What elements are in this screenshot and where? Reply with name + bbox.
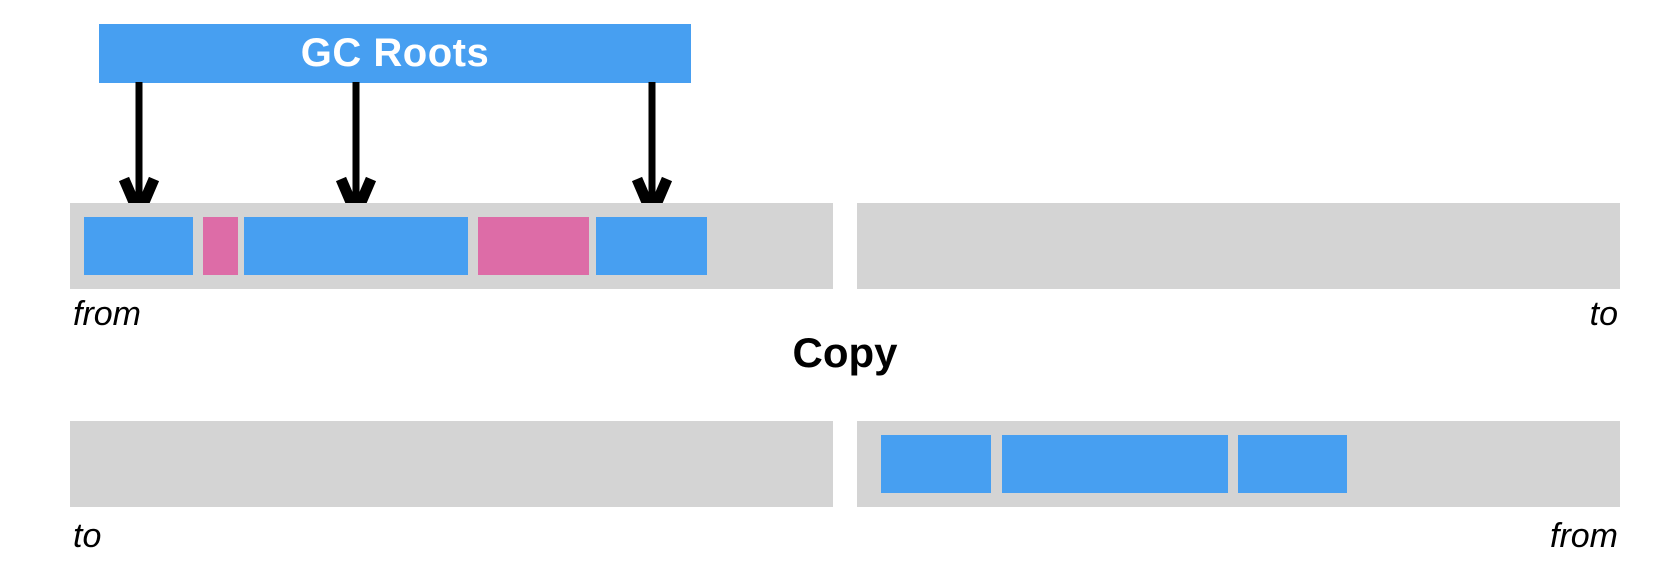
gc-roots-label: GC Roots [300,31,490,75]
to-space-label-bottom: to [73,517,102,555]
gc-root-arrow [118,82,159,228]
live-object-block [244,217,468,275]
live-object-block [881,435,991,493]
dead-object-block [203,217,238,275]
heap-from-space-before [70,203,833,289]
gc-root-arrow [335,82,377,228]
heap-to-space-after [70,421,833,507]
down-arrow-icon [118,82,159,228]
live-object-block [1002,435,1228,493]
gc-roots-box: GC Roots [99,24,691,83]
heap-from-space-after [857,421,1620,507]
live-object-block [84,217,193,275]
from-space-label-bottom: from [1550,517,1618,555]
live-object-block [596,217,707,275]
gc-root-arrow [631,82,672,228]
down-arrow-icon [335,82,377,228]
down-arrow-icon [631,82,672,228]
from-space-label-top: from [73,295,141,333]
dead-object-block [478,217,589,275]
live-object-block [1238,435,1347,493]
to-space-label-top: to [1589,295,1618,333]
copy-operation-label: Copy [792,329,898,376]
heap-to-space-before [857,203,1620,289]
